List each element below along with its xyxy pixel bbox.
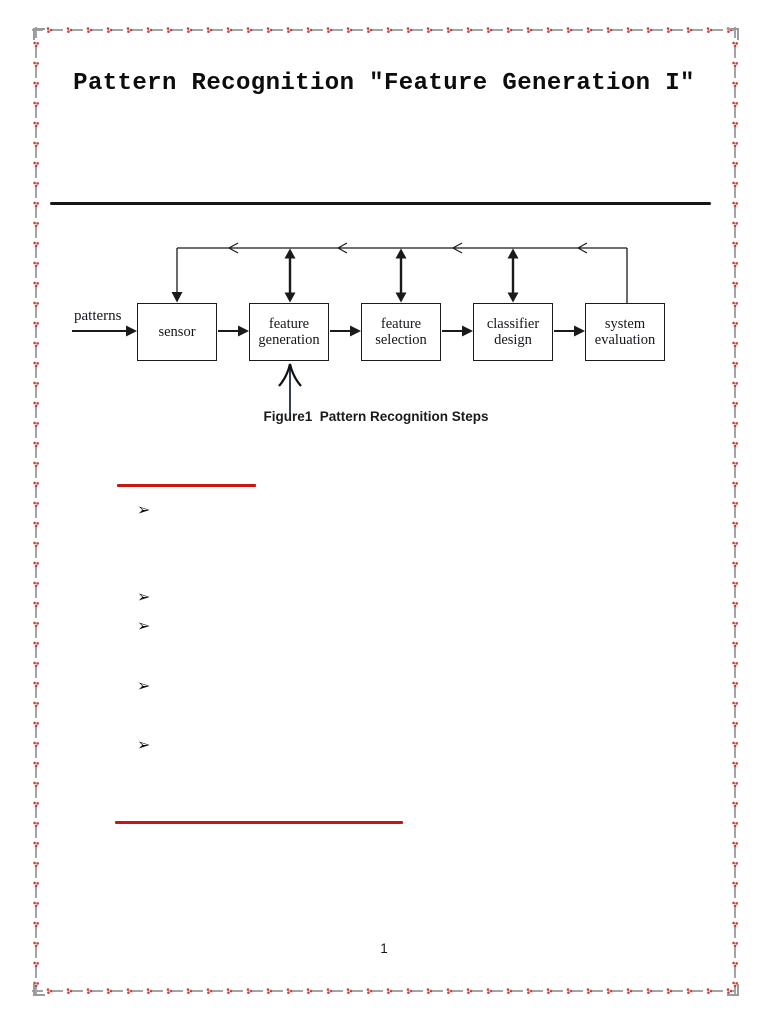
page-border-bottom xyxy=(32,988,736,995)
flowchart-box-label: feature selection xyxy=(375,315,427,348)
feedback-chevron-icons xyxy=(227,242,588,254)
arrow-bullet-icon: ➢ xyxy=(137,589,151,606)
flowchart-box-classifier-design: classifier design xyxy=(473,303,553,361)
flowchart-box-label: classifier design xyxy=(486,315,540,348)
page-number: 1 xyxy=(380,941,388,956)
flowchart-box-feature-generation: feature generation xyxy=(249,303,329,361)
arrow-bullet-icon: ➢ xyxy=(137,502,151,519)
caption-pointer-arrow xyxy=(278,363,302,414)
page-border-left xyxy=(33,27,40,995)
flowchart-box-feature-selection: feature selection xyxy=(361,303,441,361)
patterns-input-arrow xyxy=(72,325,137,337)
page-border-corner-top-left xyxy=(33,28,45,40)
flowchart-box-label: sensor xyxy=(158,323,196,340)
flowchart-box-system-evaluation: system evaluation xyxy=(585,303,665,361)
connector-sensor-to-feature-generation xyxy=(218,325,249,337)
feedback-to-sensor-arrow xyxy=(171,248,183,303)
page-title: Pattern Recognition "Feature Generation … xyxy=(73,70,695,97)
red-underline-2 xyxy=(115,821,403,824)
double-arrow-classifier-design xyxy=(507,248,519,303)
connector-feature-generation-to-feature-selection xyxy=(330,325,361,337)
patterns-label: patterns xyxy=(74,308,122,324)
arrow-bullet-icon: ➢ xyxy=(137,737,151,754)
page-border-corner-top-right xyxy=(727,28,739,40)
flowchart-box-label: system evaluation xyxy=(594,315,656,348)
flowchart-box-label: feature generation xyxy=(258,315,320,348)
page-border-right xyxy=(732,27,739,995)
page-border-top xyxy=(32,27,736,34)
connector-classifier-design-to-system-evaluation xyxy=(554,325,585,337)
double-arrow-feature-generation xyxy=(284,248,296,303)
double-arrow-feature-selection xyxy=(395,248,407,303)
figure-caption: Figure1 Pattern Recognition Steps xyxy=(263,409,489,424)
page-border-corner-bottom-right xyxy=(727,984,739,996)
red-underline-1 xyxy=(117,484,256,487)
arrow-bullet-icon: ➢ xyxy=(137,618,151,635)
title-underline xyxy=(50,202,711,206)
connector-feature-selection-to-classifier-design xyxy=(442,325,473,337)
arrow-bullet-icon: ➢ xyxy=(137,678,151,695)
page-border-corner-bottom-left xyxy=(33,984,45,996)
flowchart-box-sensor: sensor xyxy=(137,303,217,361)
